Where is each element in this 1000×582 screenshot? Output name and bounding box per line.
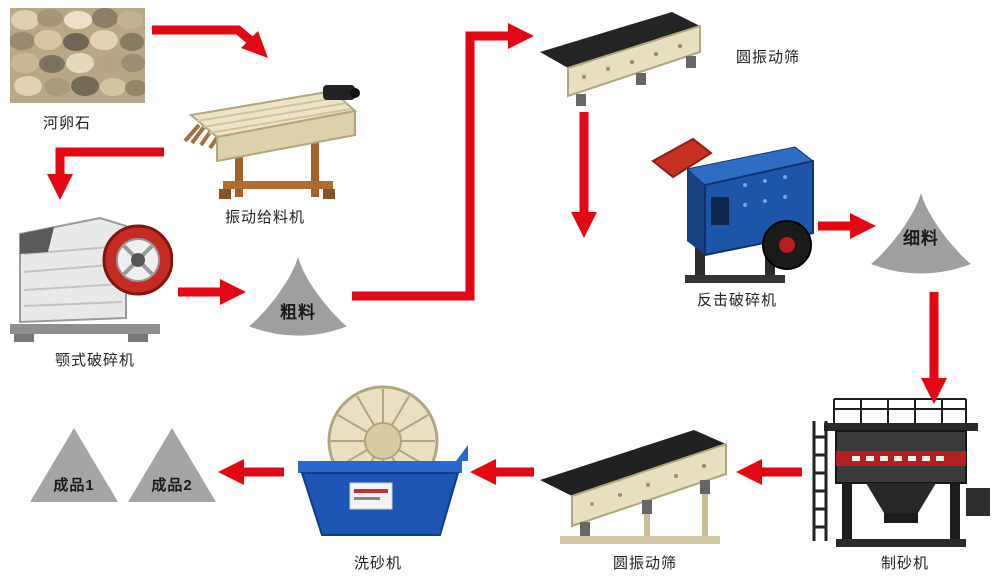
- arrow-coarse-to-screen-top: [352, 31, 510, 301]
- node-coarse-material: 粗料: [243, 254, 353, 344]
- product-2-pile: [128, 428, 216, 502]
- node-river-pebbles: [10, 8, 145, 103]
- jaw-inlet: [20, 227, 54, 254]
- arrowhead-washer-to-products: [218, 459, 244, 485]
- jaw-crusher-illustration: [10, 216, 173, 342]
- node-impact-crusher: [645, 125, 815, 287]
- feeder-motor: [323, 85, 355, 100]
- screen-deck: [540, 12, 700, 68]
- sand-washer-label: 洗砂机: [353, 555, 402, 572]
- screen-top-label: 圆振动筛: [735, 49, 800, 66]
- impact-crusher-illustration: [651, 137, 815, 283]
- coarse-material-pile: [249, 256, 347, 336]
- feed-chute: [651, 137, 713, 179]
- crusher-wheel: [762, 220, 812, 270]
- arrowhead-screen-bottom-to-washer: [470, 459, 496, 485]
- arrow-pebbles-to-feeder: [152, 25, 253, 44]
- arrowhead-pebbles-to-feeder: [241, 31, 268, 58]
- arrowhead-sandmaker-to-screen-bottom: [736, 459, 762, 485]
- node-product-1: 成品1: [28, 426, 120, 504]
- sand-maker-label: 制砂机: [880, 555, 929, 572]
- circular-vibrating-screen-illustration: [540, 430, 727, 544]
- impact-crusher-label: 反击破碎机: [696, 292, 777, 309]
- platform-railing: [833, 398, 967, 423]
- product-1-label: 成品1: [53, 477, 95, 494]
- river-pebbles-label: 河卵石: [42, 115, 91, 132]
- sand-maker-illustration: [812, 398, 990, 547]
- arrowhead-screen-to-impact: [571, 212, 597, 238]
- vibrating-feeder-label: 振动给料机: [224, 209, 305, 226]
- node-sand-washer: [288, 383, 468, 545]
- arrow-pebbles-to-jaw: [55, 147, 164, 176]
- washer-nameplate: [349, 482, 393, 510]
- node-product-2: 成品2: [126, 426, 218, 504]
- product-2-label: 成品2: [151, 477, 193, 494]
- node-vibrating-feeder: [183, 85, 363, 203]
- arrowhead-coarse-to-screen-top: [508, 23, 534, 49]
- flywheel: [102, 224, 173, 296]
- access-ladder: [812, 421, 828, 541]
- coarse-material-label: 粗料: [280, 303, 316, 322]
- fine-material-label: 细料: [903, 229, 939, 248]
- vibrating-feeder-illustration: [183, 85, 360, 199]
- node-screen-bottom: [536, 422, 734, 548]
- sand-washer-illustration: [298, 385, 468, 536]
- screen-deck: [540, 430, 726, 496]
- circular-vibrating-screen-illustration: [540, 12, 701, 106]
- river-pebbles-image: [10, 8, 145, 103]
- node-sand-maker: [806, 393, 996, 548]
- product-1-pile: [30, 428, 118, 502]
- node-fine-material: 细料: [866, 190, 976, 282]
- screen-bottom-label: 圆振动筛: [612, 555, 677, 572]
- jaw-crusher-label: 颚式破碎机: [54, 352, 135, 369]
- node-screen-top: [536, 6, 706, 108]
- fine-material-pile: [871, 193, 971, 274]
- node-jaw-crusher: [8, 196, 173, 346]
